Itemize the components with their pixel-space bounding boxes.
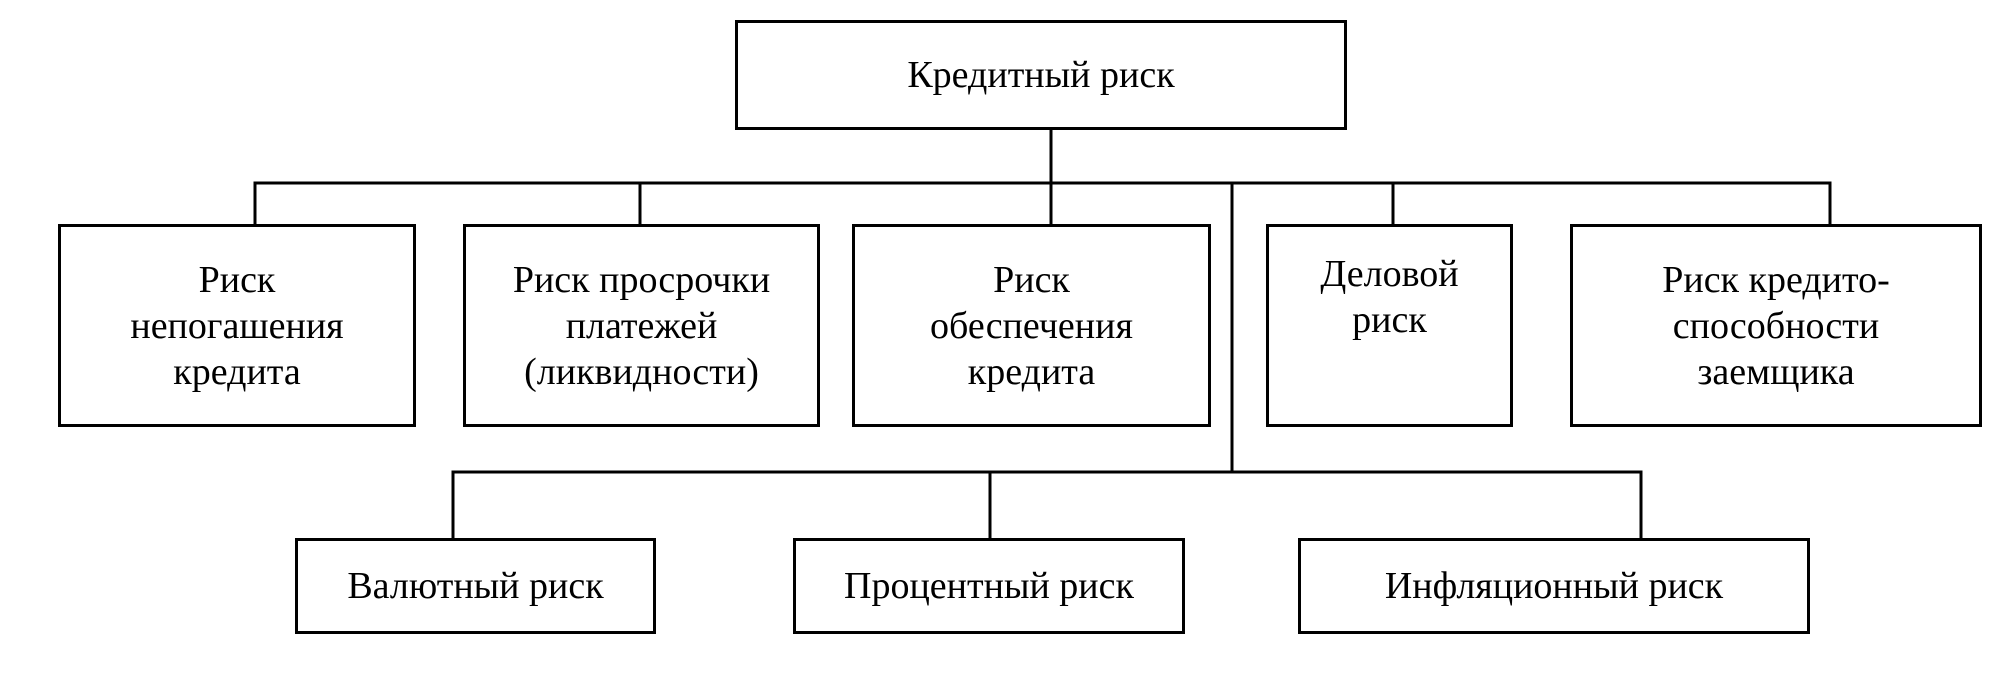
- node-interest-risk: Процентный риск: [793, 538, 1185, 634]
- root-node-credit-risk: Кредитный риск: [735, 20, 1347, 130]
- node-overdue-label: Риск просрочки платежей (ликвидности): [512, 258, 771, 393]
- node-currency-label: Валютный риск: [347, 565, 604, 607]
- node-creditworthiness-label: Риск кредито- способности заемщика: [1662, 258, 1890, 393]
- node-nonrepayment-risk: Риск непогашения кредита: [58, 224, 416, 427]
- node-collateral-risk: Риск обеспечения кредита: [852, 224, 1211, 427]
- node-overdue-risk: Риск просрочки платежей (ликвидности): [463, 224, 820, 427]
- root-node-label: Кредитный риск: [907, 54, 1175, 96]
- node-currency-risk: Валютный риск: [295, 538, 656, 634]
- node-collateral-label: Риск обеспечения кредита: [930, 258, 1133, 393]
- node-business-label: Деловой риск: [1320, 253, 1459, 341]
- node-nonrepayment-label: Риск непогашения кредита: [130, 258, 344, 393]
- node-interest-label: Процентный риск: [844, 565, 1134, 607]
- node-business-risk: Деловой риск: [1266, 224, 1513, 427]
- node-creditworthiness-risk: Риск кредито- способности заемщика: [1570, 224, 1982, 427]
- node-inflation-risk: Инфляционный риск: [1298, 538, 1810, 634]
- node-inflation-label: Инфляционный риск: [1384, 565, 1724, 607]
